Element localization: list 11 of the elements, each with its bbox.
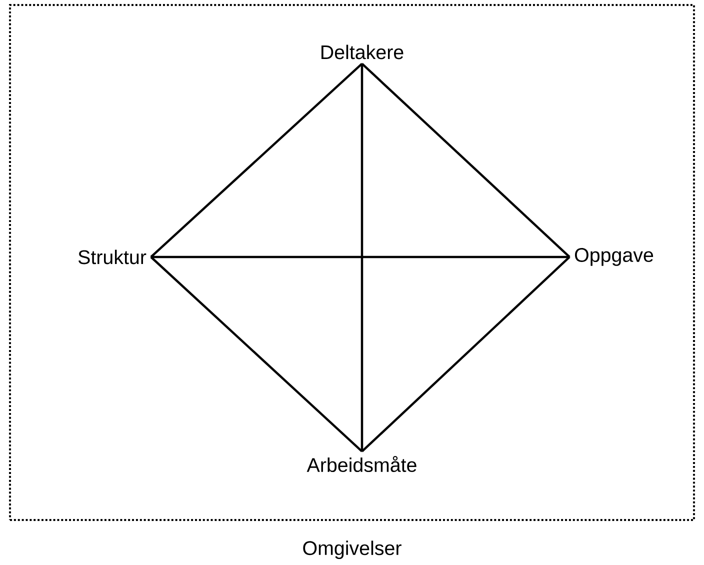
vertex-label: Struktur xyxy=(78,250,146,264)
line xyxy=(361,256,570,452)
line xyxy=(150,62,363,258)
vertex-label: Arbeidsmåte xyxy=(306,456,416,472)
line xyxy=(150,256,363,452)
line xyxy=(361,62,570,258)
frame-label: Omgivelser xyxy=(303,540,402,560)
vertex-label: Deltakere xyxy=(322,44,404,60)
line xyxy=(150,256,570,258)
line xyxy=(360,64,364,452)
vertex-label: Oppgave xyxy=(574,248,654,266)
